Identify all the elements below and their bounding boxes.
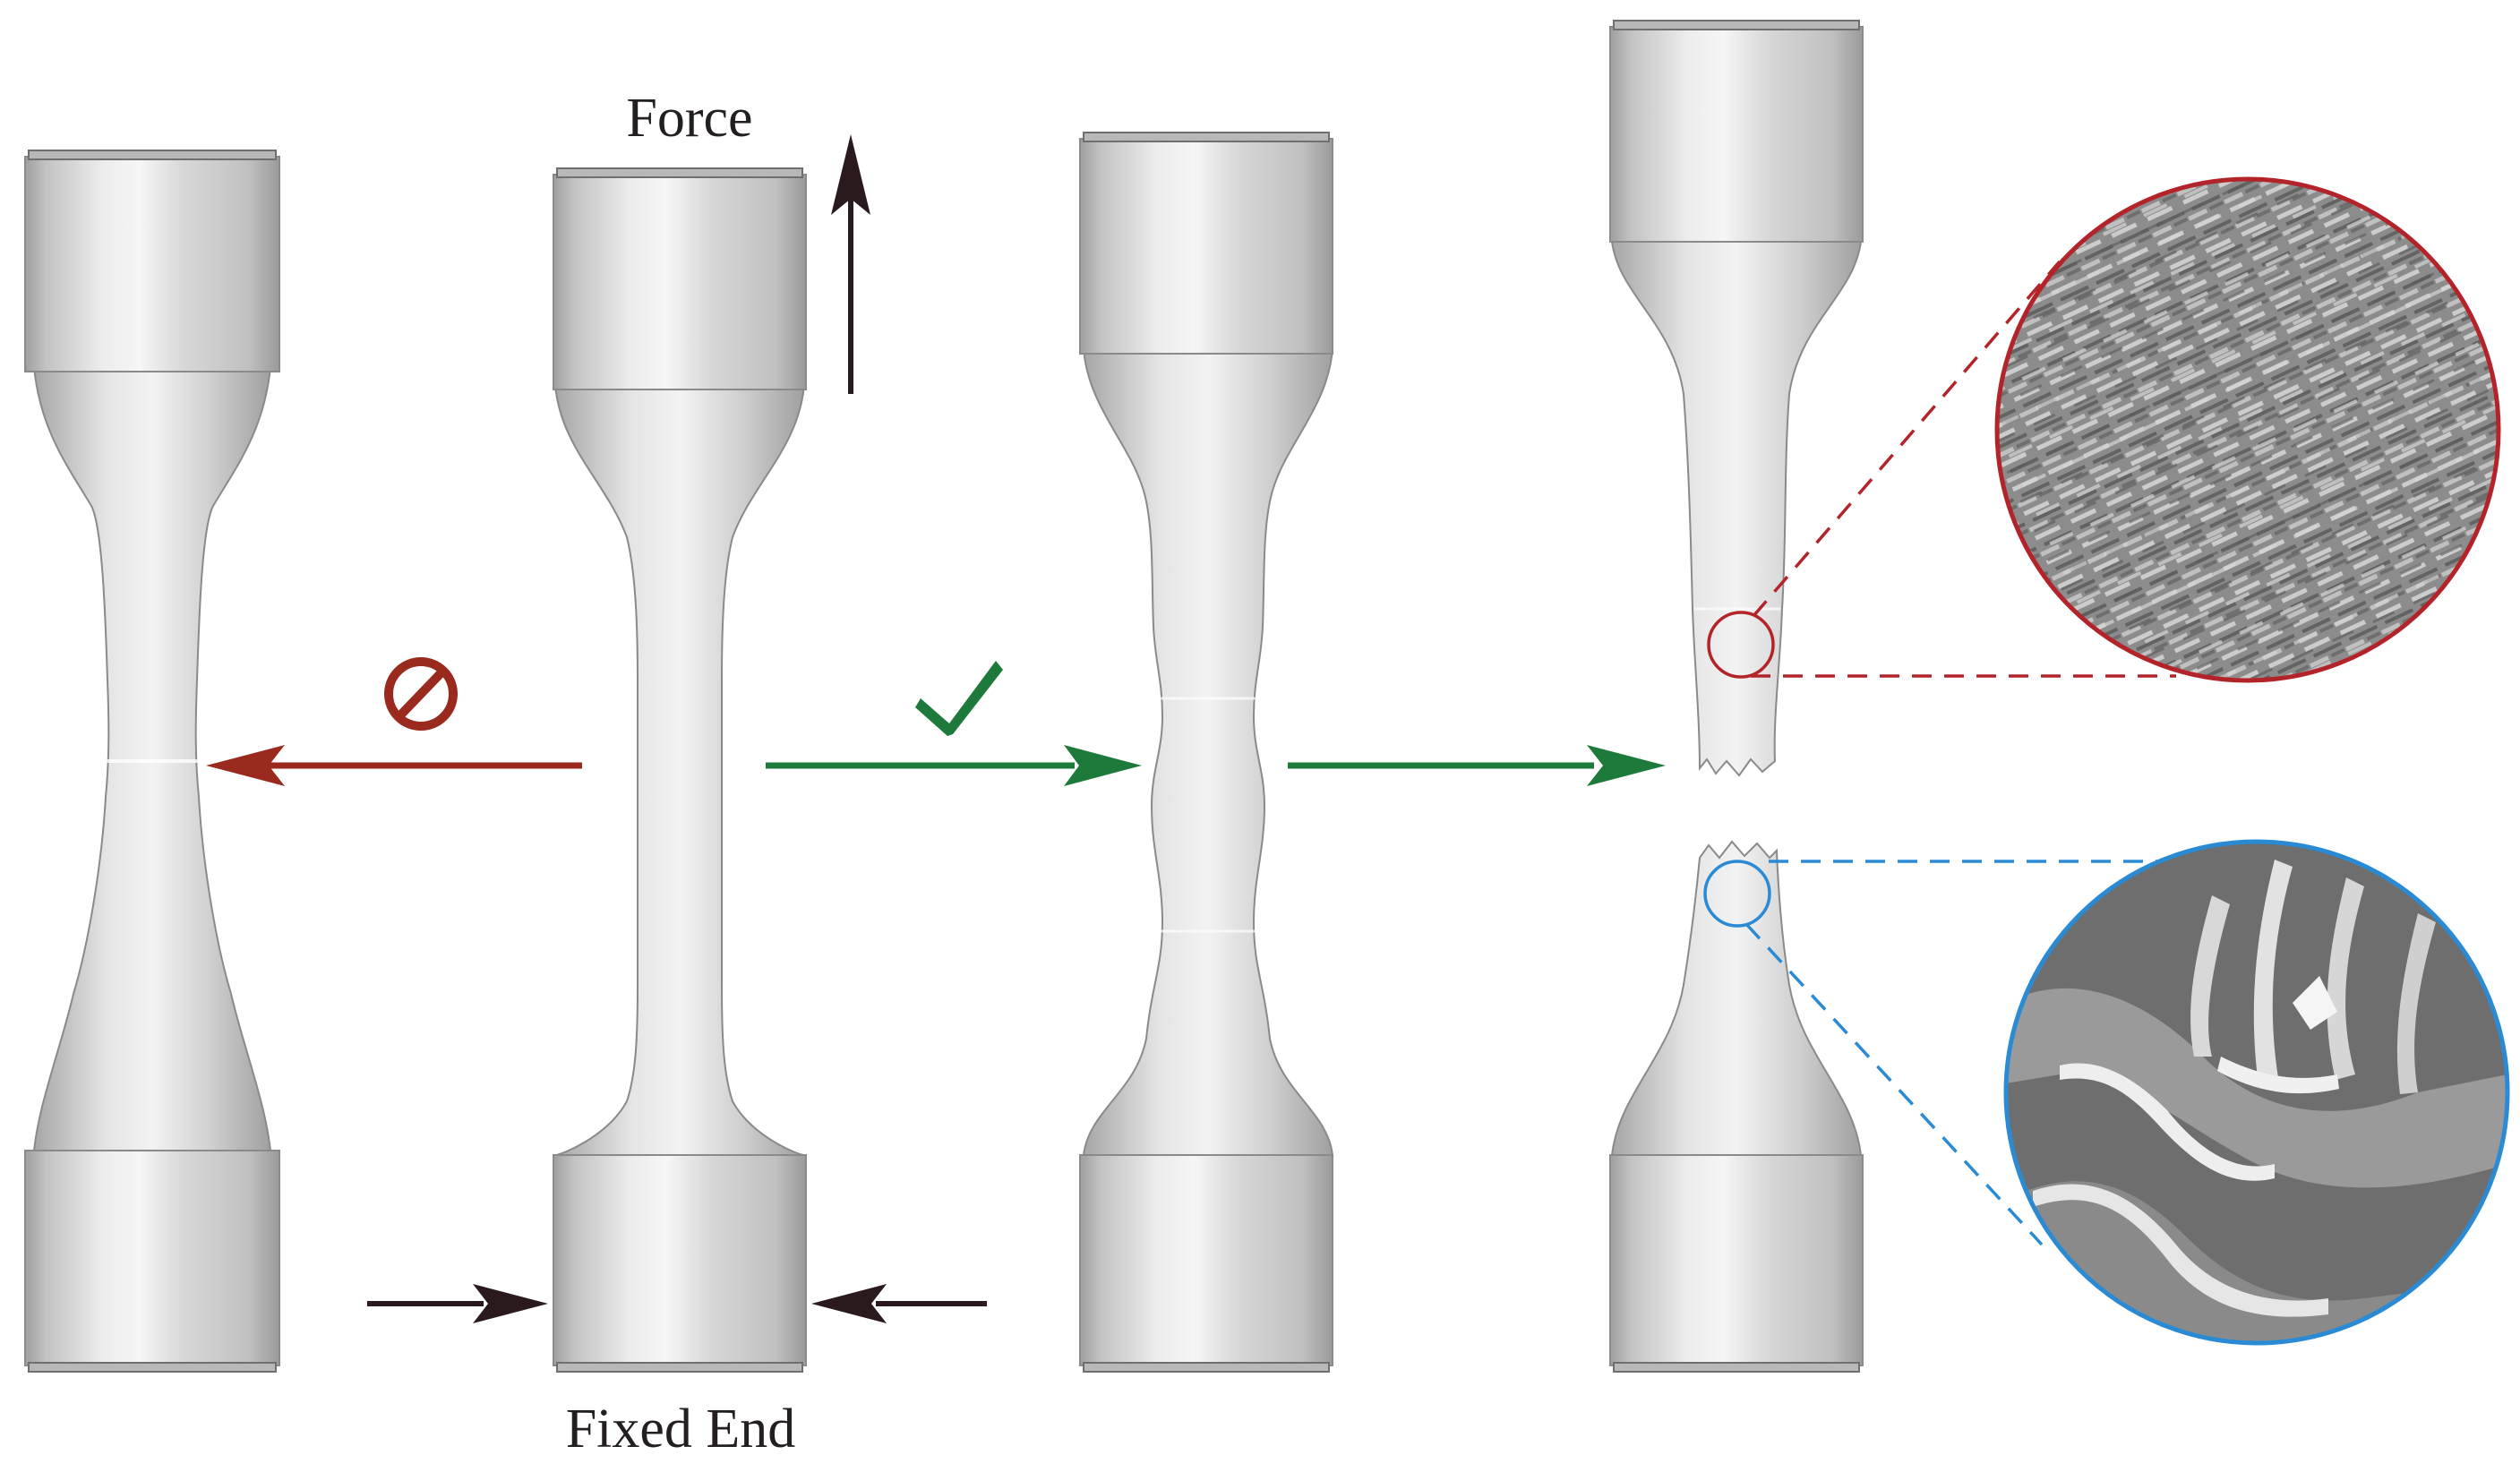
- red-marker-circle: [1707, 611, 1775, 679]
- specimen-4-bottom-grip: [1609, 1154, 1864, 1366]
- specimen-1-top-grip: [24, 156, 280, 372]
- red-arrow: [206, 745, 582, 786]
- specimen-4-upper-fragment: [1610, 241, 1863, 777]
- specimen-4-lower-fragment: [1610, 840, 1863, 1156]
- fixed-end-label: Fixed End: [566, 1399, 796, 1459]
- specimen-4-top-grip: [1609, 26, 1864, 243]
- specimen-2-body: [553, 384, 806, 1156]
- force-label: Force: [626, 88, 752, 149]
- blue-marker-circle: [1703, 860, 1771, 928]
- prohibited-icon: [384, 657, 458, 731]
- specimen-1-necked: [24, 150, 280, 1373]
- red-inset-micrograph: [1997, 179, 2499, 680]
- specimen-3-top-grip: [1079, 138, 1333, 355]
- checkmark-icon: [915, 661, 1003, 736]
- fixed-end-right-arrow: [811, 1284, 987, 1323]
- specimen-3-deformed: [1079, 132, 1334, 1373]
- red-inset-group: [1707, 176, 2501, 683]
- green-arrow-2: [1288, 745, 1666, 786]
- specimen-3-body: [1082, 348, 1334, 1156]
- specimen-2-original: [553, 167, 807, 1373]
- green-arrow-1: [766, 745, 1142, 786]
- force-arrow: [831, 134, 870, 394]
- blue-inset-group: [1703, 839, 2510, 1346]
- specimen-1-bottom-grip: [24, 1150, 280, 1366]
- fixed-end-left-arrow: [367, 1284, 548, 1323]
- specimen-3-bottom-grip: [1079, 1154, 1333, 1366]
- specimen-4-fractured: [1609, 20, 1864, 1373]
- blue-inset-micrograph: [2006, 842, 2507, 1343]
- specimen-2-top-grip: [553, 174, 807, 390]
- specimen-2-bottom-grip: [553, 1154, 807, 1366]
